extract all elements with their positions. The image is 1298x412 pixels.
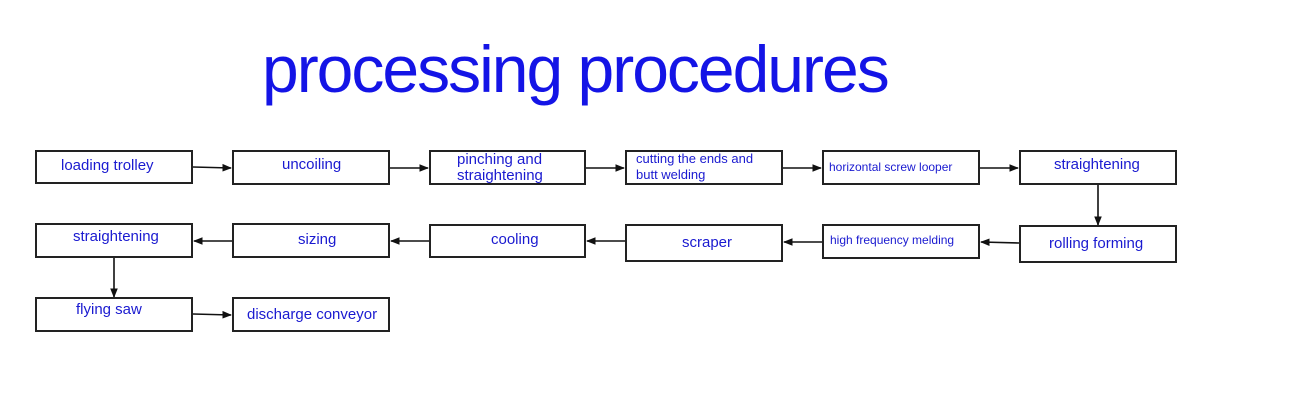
step-horizontal-screw-looper: horizontal screw looper [822,150,980,185]
step-label: loading trolley [61,157,154,174]
step-label: discharge conveyor [247,306,378,323]
step-cooling: cooling [429,224,586,258]
diagram-title: processing procedures [262,32,890,106]
step-label-line-2: butt welding [636,167,706,182]
step-label: straightening [73,228,159,245]
step-label: horizontal screw looper [829,160,953,174]
step-label: high frequency melding [830,233,955,247]
step-label-line-2: straightening [457,167,543,184]
step-label: scraper [682,234,733,251]
step-straightening-2: straightening [35,223,193,258]
arrow-loading-trolley-to-uncoiling [192,163,232,172]
step-rolling-forming: rolling forming [1019,225,1177,263]
step-label: sizing [298,231,337,248]
step-label-line-1: cutting the ends and [636,151,754,166]
step-pinching-and-straightening: pinching and straightening [429,150,586,185]
arrow-rolling-forming-to-melding [980,238,1020,247]
step-label: straightening [1054,156,1140,173]
step-straightening-1: straightening [1019,150,1177,185]
step-loading-trolley: loading trolley [35,150,193,184]
step-discharge-conveyor: discharge conveyor [232,297,390,332]
arrow-flying-saw-to-discharge [192,310,232,319]
step-label: rolling forming [1049,235,1144,252]
step-label: uncoiling [282,156,342,173]
step-high-frequency-melding: high frequency melding [822,224,980,259]
step-uncoiling: uncoiling [232,150,390,185]
step-sizing: sizing [232,223,390,258]
step-label: flying saw [76,301,142,318]
step-label-line-1: pinching and [457,151,543,168]
step-flying-saw: flying saw [35,297,193,332]
step-cutting-ends-and-butt-welding: cutting the ends and butt welding [625,150,783,185]
step-scraper: scraper [625,224,783,262]
step-label: cooling [491,231,539,248]
